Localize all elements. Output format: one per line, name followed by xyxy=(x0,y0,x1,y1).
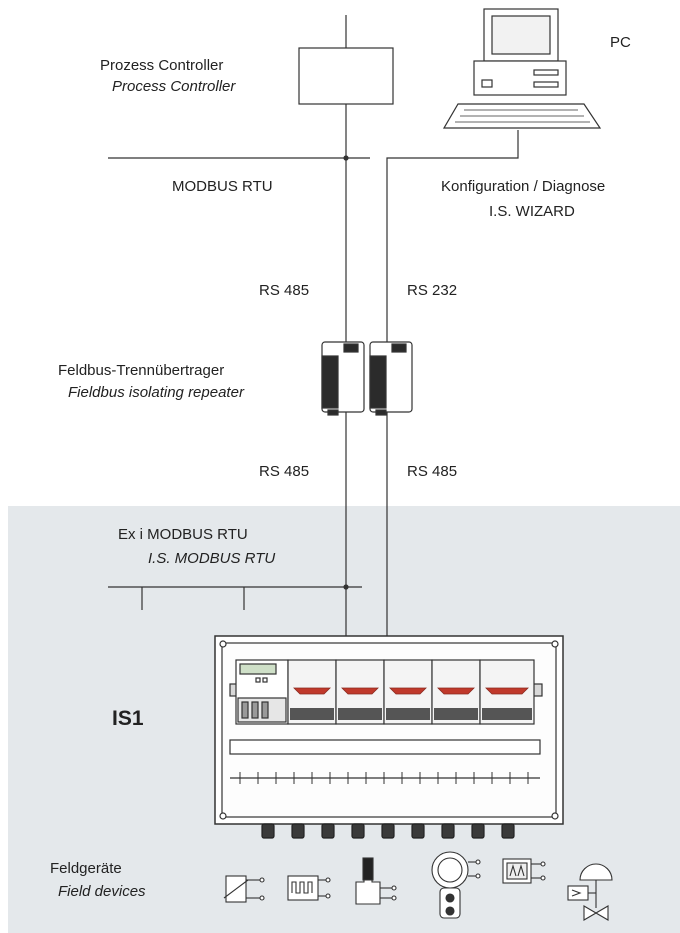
configuration-label: Konfiguration / Diagnose xyxy=(441,178,606,195)
switch-contact-icon xyxy=(355,857,397,905)
rs485-lower-right-label: RS 485 xyxy=(407,463,458,480)
is-wizard-label: I.S. WIZARD xyxy=(489,203,575,220)
terminal-ticks xyxy=(239,772,529,784)
flow-transmitter-icon xyxy=(431,851,481,919)
control-valve-icon xyxy=(567,863,613,921)
rs485-lower-left-label: RS 485 xyxy=(259,463,310,480)
field-devices-label-en: Field devices xyxy=(58,883,146,900)
process-controller-label-de: Prozess Controller xyxy=(100,57,224,74)
pc-rs232-line xyxy=(386,130,519,342)
modbus-rtu-label: MODBUS RTU xyxy=(172,178,273,195)
exi-modbus-label-en: I.S. MODBUS RTU xyxy=(148,550,276,567)
process-controller-box xyxy=(298,47,394,105)
signal-converter-icon xyxy=(502,858,546,884)
process-controller-label-en: Process Controller xyxy=(112,78,236,95)
rs485-upper-label: RS 485 xyxy=(259,282,310,299)
exi-modbus-label-de: Ex i MODBUS RTU xyxy=(118,526,248,543)
repeater-label-de: Feldbus-Trennübertrager xyxy=(58,362,225,379)
cable-glands xyxy=(261,823,515,839)
label-strip xyxy=(229,739,541,755)
rs232-upper-label: RS 232 xyxy=(407,282,458,299)
resistance-thermometer-icon xyxy=(287,875,331,901)
repeater-module-left xyxy=(321,341,365,416)
io-modules xyxy=(287,659,535,725)
head-module xyxy=(235,659,289,725)
modbus-junction xyxy=(343,155,349,161)
pc-label: PC xyxy=(610,34,631,51)
field-devices-label-de: Feldgeräte xyxy=(50,860,122,877)
pc-icon xyxy=(442,8,602,129)
repeater-label-en: Fieldbus isolating repeater xyxy=(68,384,244,401)
is1-label: IS1 xyxy=(112,707,144,730)
is1-cabinet xyxy=(214,635,564,839)
exi-junction xyxy=(343,584,349,590)
cabinet-screws xyxy=(219,640,559,820)
temperature-sensor-icon xyxy=(223,875,265,903)
repeater-module-right xyxy=(369,341,413,416)
